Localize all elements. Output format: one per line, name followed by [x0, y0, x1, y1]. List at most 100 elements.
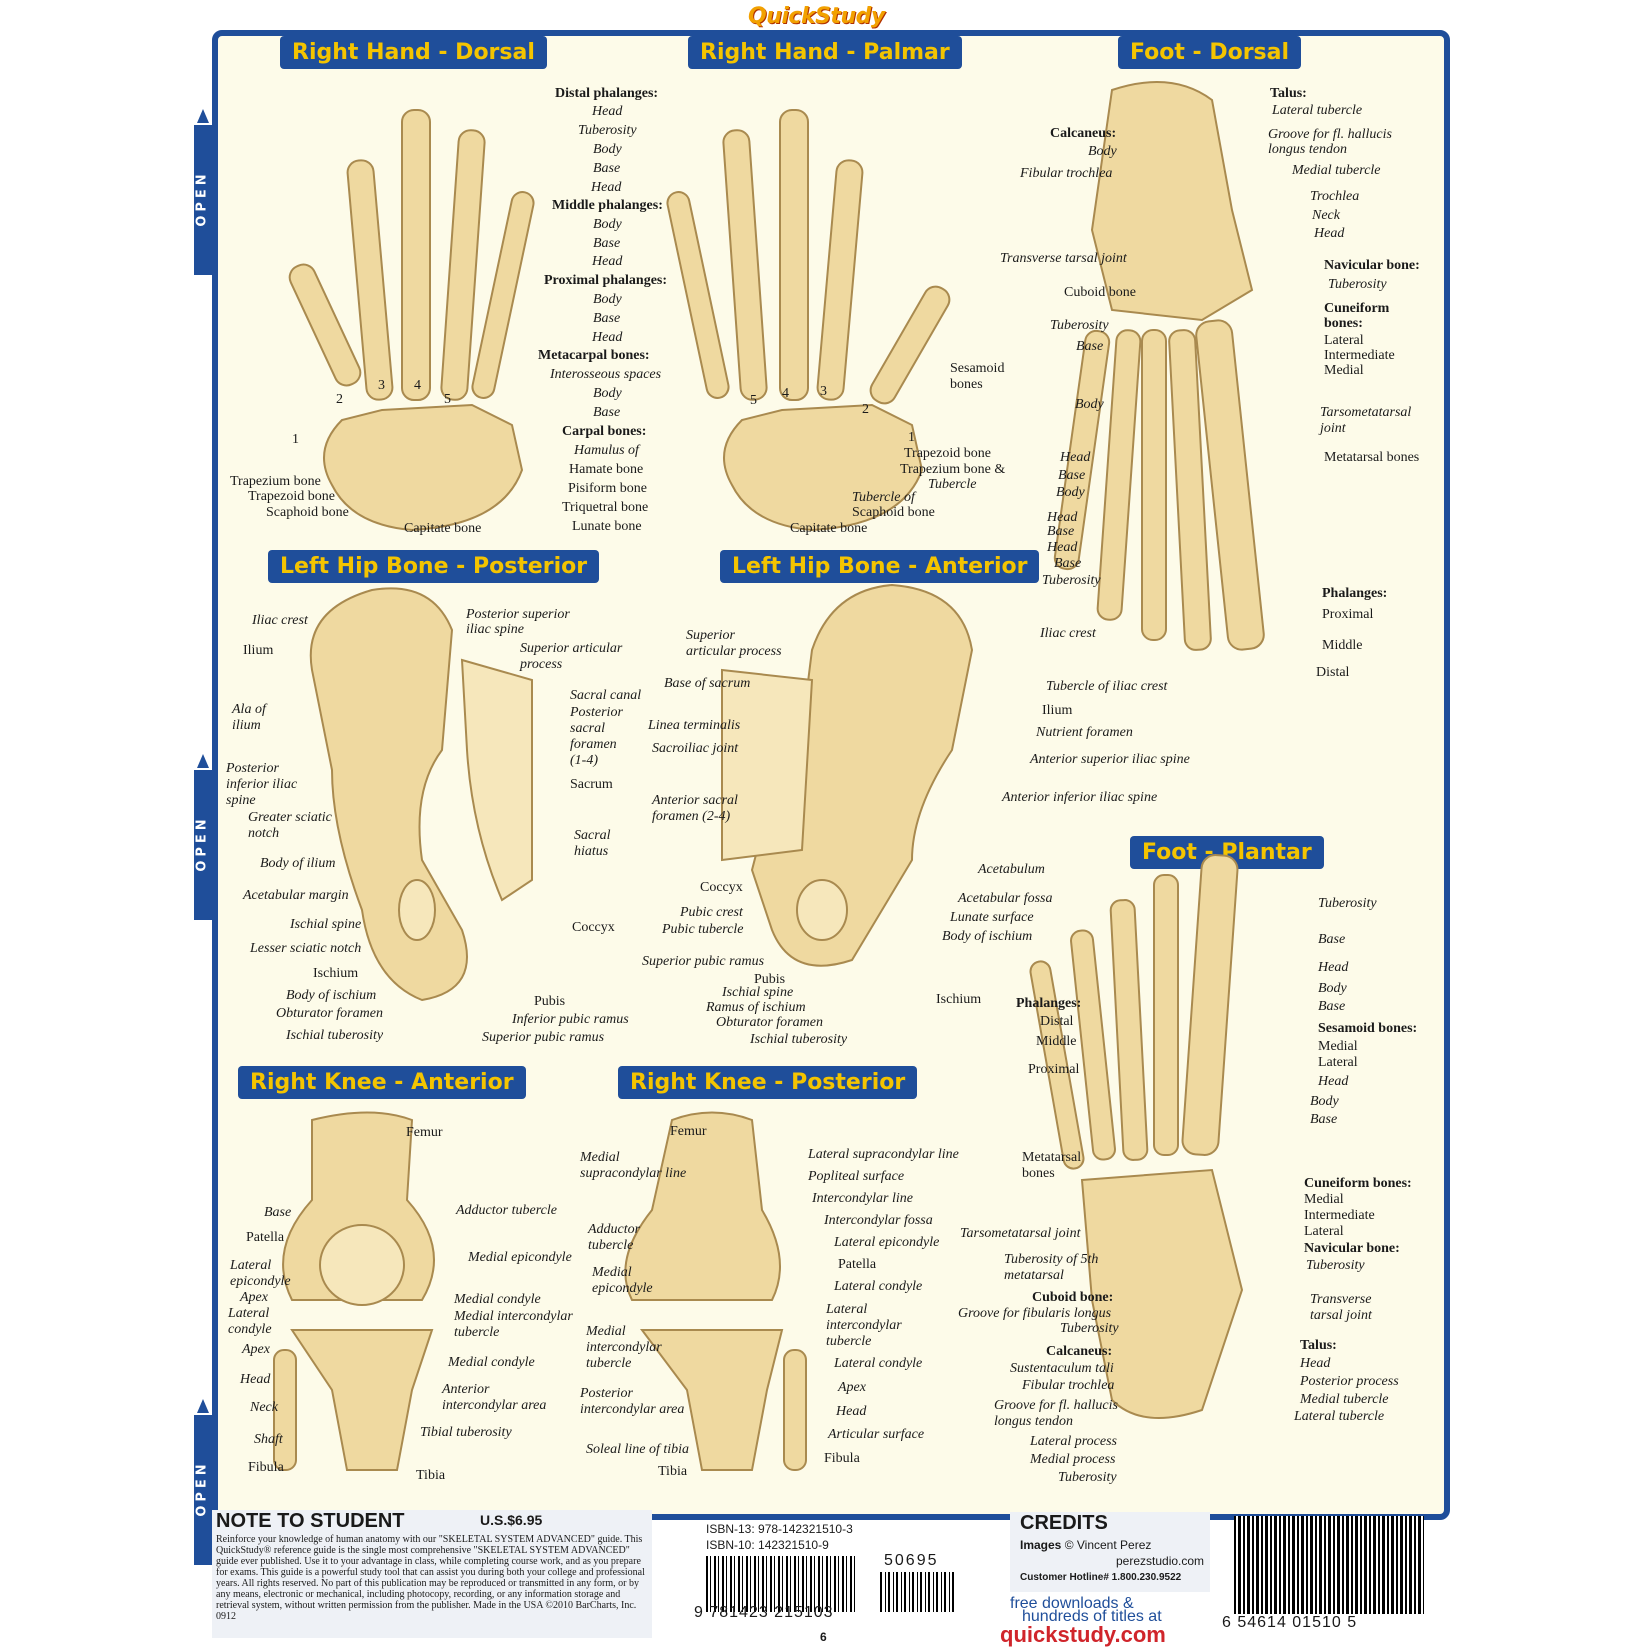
isbn-13: ISBN-13: 978-142321510-3: [706, 1522, 853, 1536]
label: Transverse tarsal joint: [1000, 251, 1127, 266]
label: Body: [593, 142, 622, 157]
hip-anterior-illustration: [721, 583, 974, 967]
label: Apex: [240, 1290, 268, 1305]
page-number: 6: [820, 1630, 827, 1644]
label: Base: [1058, 468, 1086, 483]
label: Anterior: [442, 1382, 490, 1397]
open-tab[interactable]: OPEN: [194, 109, 212, 275]
label: Head: [1314, 226, 1345, 241]
label: Superior: [686, 628, 735, 643]
label: Fibula: [824, 1451, 860, 1466]
label: foramen: [570, 737, 617, 752]
label: Ilium: [1042, 703, 1073, 718]
label: Tuberosity: [1042, 573, 1101, 588]
label: Head: [592, 254, 623, 269]
addon-barcode: [880, 1572, 956, 1612]
label: Head: [1300, 1356, 1331, 1371]
title-hand-palmar: Right Hand - Palmar: [688, 36, 962, 69]
credits-images-line: Images © Vincent Perez: [1020, 1538, 1151, 1552]
label: intercondylar area: [580, 1402, 685, 1417]
label: Base: [1318, 999, 1346, 1014]
label: Femur: [670, 1124, 707, 1139]
label: Obturator foramen: [276, 1006, 383, 1021]
label: Patella: [838, 1257, 877, 1272]
label: Sesamoid bones:: [1318, 1021, 1418, 1036]
title-knee-anterior: Right Knee - Anterior: [238, 1066, 526, 1099]
label: Tuberosity: [1050, 318, 1109, 333]
label: Medial condyle: [454, 1292, 541, 1307]
label: Acetabular fossa: [958, 891, 1053, 906]
label: Tuberosity: [1060, 1321, 1119, 1336]
label: intercondylar: [826, 1318, 902, 1333]
label: Base: [1318, 932, 1346, 947]
label: Groove for fibularis longus: [958, 1306, 1112, 1321]
label: Sacral: [574, 828, 611, 843]
open-tab[interactable]: OPEN: [194, 1399, 212, 1565]
label: intercondylar area: [442, 1398, 547, 1413]
label: Superior pubic ramus: [642, 954, 765, 969]
label: Lateral process: [1030, 1434, 1117, 1449]
open-tab[interactable]: OPEN: [194, 754, 212, 920]
label: Posterior superior: [466, 607, 570, 622]
label: Groove for fl. hallucis: [994, 1398, 1118, 1413]
site-link[interactable]: quickstudy.com: [1000, 1622, 1166, 1647]
label: Intercondylar fossa: [824, 1213, 933, 1228]
label: Body: [1088, 144, 1117, 159]
label: Tubercle of: [852, 490, 915, 505]
label: Iliac crest: [252, 613, 308, 628]
label: Ischium: [313, 966, 359, 981]
hand-dorsal-illustration: [288, 109, 535, 532]
label: Ischial spine: [290, 917, 362, 932]
label: Lunate surface: [950, 910, 1034, 925]
label: Lateral supracondylar line: [808, 1147, 959, 1162]
credits-author: © Vincent Perez: [1064, 1538, 1152, 1552]
label: Lateral tubercle: [1294, 1409, 1385, 1424]
label: Cuboid bone: [1064, 285, 1136, 300]
label: spine: [226, 793, 256, 808]
label: Ala of: [232, 702, 266, 717]
label: bones: [1022, 1166, 1055, 1181]
label: notch: [248, 826, 280, 841]
label: Posterior process: [1300, 1374, 1399, 1389]
label: Shaft: [254, 1432, 283, 1447]
label: foramen (2-4): [652, 809, 731, 824]
foot-dorsal-illustration: [1053, 81, 1265, 651]
label: epicondyle: [230, 1274, 291, 1289]
label: Talus:: [1300, 1338, 1337, 1353]
label: Base of sacrum: [664, 676, 751, 691]
label: Pubic crest: [680, 905, 743, 920]
label: Anterior sacral: [652, 793, 738, 808]
label: Intermediate: [1324, 348, 1395, 363]
label: Distal: [1316, 665, 1350, 680]
label: process: [520, 657, 563, 672]
label: Base: [593, 405, 621, 420]
label: 4: [782, 386, 789, 401]
label: Anterior superior iliac spine: [1030, 752, 1190, 767]
label: Medial: [580, 1150, 620, 1165]
label: Phalanges:: [1322, 586, 1388, 601]
label: Neck: [250, 1400, 278, 1415]
label: 3: [820, 384, 827, 399]
label: Body: [1318, 981, 1347, 996]
label: tarsal joint: [1310, 1308, 1372, 1323]
label: Sacrum: [570, 777, 613, 792]
title-knee-posterior: Right Knee - Posterior: [618, 1066, 918, 1099]
label: Posterior: [226, 761, 279, 776]
label: Tubercle: [928, 477, 977, 492]
label: joint: [1320, 421, 1346, 436]
hundreds-titles: hundreds of titles at: [1022, 1608, 1162, 1625]
label: tubercle: [454, 1325, 500, 1340]
label: Medial intercondylar: [454, 1309, 573, 1324]
label: Apex: [242, 1342, 270, 1357]
label: tubercle: [586, 1356, 632, 1371]
label: Femur: [406, 1125, 443, 1140]
label: Interosseous spaces: [550, 367, 662, 382]
label: Ischial tuberosity: [750, 1032, 848, 1047]
label: Tarsometatarsal: [1320, 405, 1412, 420]
label: Tubercle of iliac crest: [1046, 679, 1168, 694]
label: Pubis: [754, 972, 786, 987]
label: Head: [592, 104, 623, 119]
label-middle-phalanges: Middle phalanges:: [552, 198, 663, 213]
label: Medial: [1318, 1039, 1358, 1054]
label: Middle: [1036, 1034, 1077, 1049]
